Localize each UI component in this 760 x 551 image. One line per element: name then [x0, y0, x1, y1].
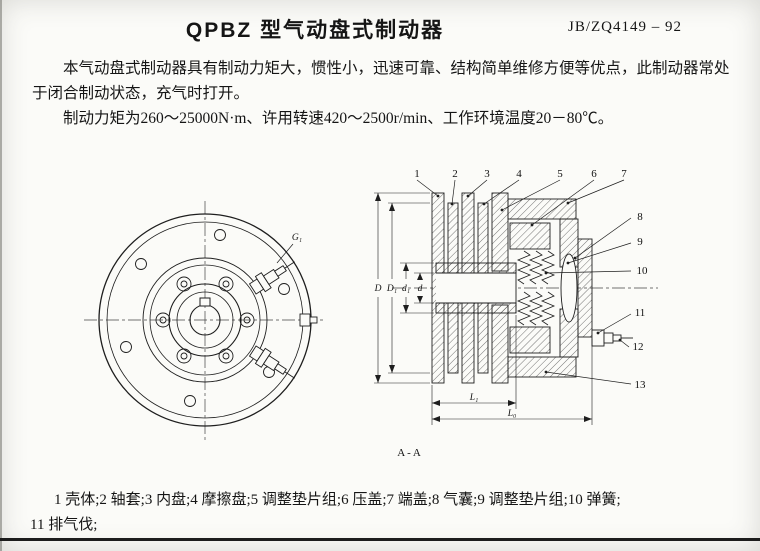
part-label-12: 12 [633, 341, 644, 353]
pressure-plate [509, 222, 551, 354]
leader-lines [416, 179, 632, 385]
paragraph-1: 本气动盘式制动器具有制动力矩大，惯性小，迅速可靠、结构简单维修方便等优点，此制动… [32, 60, 730, 103]
part-label-1: 1 [414, 168, 420, 180]
dim-length-inner: L₁ [469, 393, 479, 403]
figure-caption: 1 壳体;2 轴套;3 内盘;4 摩擦盘;5 调整垫片组;6 压盖;7 端盖;8… [30, 488, 730, 538]
part-label-8: 8 [637, 211, 643, 223]
hub-screws [155, 276, 255, 364]
centerlines [84, 201, 326, 441]
part-label-7: 7 [621, 168, 627, 180]
caption-line-2: 11 排气伐; [30, 516, 98, 533]
section-view-label: A-A [397, 447, 423, 459]
exhaust-valve [591, 329, 633, 347]
springs [516, 250, 556, 326]
dimension-arrows [375, 193, 592, 422]
paragraph-2: 制动力矩为260～25000N·m、许用转速420～2500r/min、工作环境… [63, 110, 614, 128]
part-label-9: 9 [637, 236, 643, 248]
part-label-6: 6 [591, 168, 597, 180]
dim-length-overall: L₀ [507, 409, 517, 419]
page-title: QPBZ 型气动盘式制动器 [185, 19, 445, 42]
keyway [199, 297, 211, 307]
front-view: G₁ [84, 201, 326, 441]
part-label-4: 4 [516, 168, 522, 180]
page-bottom-rule [0, 538, 760, 541]
dim-bore: d [418, 284, 423, 294]
dimension-lines [374, 192, 593, 425]
air-bag [560, 253, 578, 323]
port-leader [276, 243, 294, 264]
port-label: G₁ [292, 233, 302, 243]
outer-bolt-holes [120, 229, 290, 407]
part-label-10: 10 [637, 265, 649, 277]
body-text: 本气动盘式制动器具有制动力矩大，惯性小，迅速可靠、结构简单维修方便等优点，此制动… [32, 56, 730, 131]
part-label-2: 2 [452, 168, 458, 180]
air-fitting-lower [248, 345, 295, 379]
housing [491, 192, 593, 384]
hub-sleeve [435, 262, 517, 314]
part-label-13: 13 [635, 379, 647, 391]
part-label-3: 3 [484, 168, 490, 180]
side-port [299, 313, 318, 327]
leader-dots [436, 194, 622, 374]
caption-line-1: 1 壳体;2 轴套;3 内盘;4 摩擦盘;5 调整垫片组;6 压盖;7 端盖;8… [54, 492, 621, 508]
part-label-5: 5 [557, 168, 563, 180]
air-fitting-upper [248, 261, 295, 295]
technical-drawing: G₁ [84, 168, 658, 459]
dim-cover: D₁ [386, 284, 397, 294]
dim-outer: D [374, 284, 382, 294]
part-label-11: 11 [635, 307, 646, 319]
standard-number: JB/ZQ4149 – 92 [567, 19, 682, 35]
dim-hub: d₁ [402, 284, 410, 294]
section-view: D D₁ d₁ d L₁ L₀ [374, 168, 658, 459]
